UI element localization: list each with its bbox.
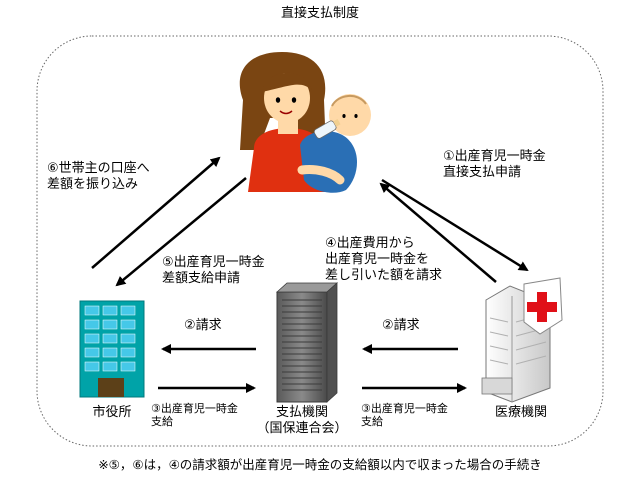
- arrow-step6: [91, 156, 221, 269]
- step4-line3: 差し引いた額を請求: [325, 268, 443, 283]
- step6-label: ⑥世帯主の口座へ 差額を振り込み: [47, 161, 150, 193]
- step1-line2: 直接支払申請: [443, 165, 522, 180]
- payment-agency-line2: （国保連合会）: [256, 421, 348, 436]
- step3-right-line1: ③出産育児一時金: [361, 402, 448, 415]
- step5-label: ⑤出産育児一時金 差額支給申請: [162, 255, 265, 287]
- payment-agency-label: 支払機関 （国保連合会）: [246, 405, 358, 437]
- step3-left-line1: ③出産育児一時金: [151, 402, 238, 415]
- step1-line1: ①出産育児一時金: [443, 149, 546, 164]
- arrow-step1: [381, 178, 529, 272]
- step3-left-label: ③出産育児一時金 支給: [151, 402, 238, 428]
- step6-line2: 差額を振り込み: [47, 177, 139, 192]
- step5-line2: 差額支給申請: [162, 271, 241, 286]
- payment-agency-server-icon: [275, 282, 339, 403]
- step3-right-label: ③出産育児一時金 支給: [361, 402, 448, 428]
- step4-line2: 出産育児一時金を: [325, 252, 430, 267]
- footnote: ※⑤，⑥は，④の請求額が出産育児一時金の支給額以内で収まった場合の手続き: [98, 457, 542, 472]
- step2-left-label: ②請求: [184, 318, 222, 333]
- step3-right-line2: 支給: [361, 415, 383, 428]
- step5-line1: ⑤出産育児一時金: [162, 255, 265, 270]
- step4-line1: ④出産費用から: [325, 236, 415, 251]
- city-hall-icon: [79, 300, 145, 398]
- medical-institution-label: 医療機関: [494, 405, 547, 420]
- step6-line1: ⑥世帯主の口座へ: [47, 161, 150, 176]
- step4-label: ④出産費用から 出産育児一時金を 差し引いた額を請求: [325, 236, 442, 284]
- system-boundary: [36, 35, 604, 447]
- diagram-title: 直接支払制度: [280, 6, 359, 21]
- arrow-step5: [115, 177, 247, 287]
- payment-agency-line1: 支払機関: [275, 405, 328, 420]
- city-hall-label: 市役所: [92, 405, 132, 420]
- arrow-step4: [379, 182, 497, 283]
- mother-with-baby-icon: [239, 52, 371, 193]
- step3-left-line2: 支給: [151, 415, 173, 428]
- step1-label: ①出産育児一時金 直接支払申請: [443, 149, 546, 181]
- medical-institution-icon: [481, 277, 563, 403]
- step2-right-label: ②請求: [382, 318, 420, 333]
